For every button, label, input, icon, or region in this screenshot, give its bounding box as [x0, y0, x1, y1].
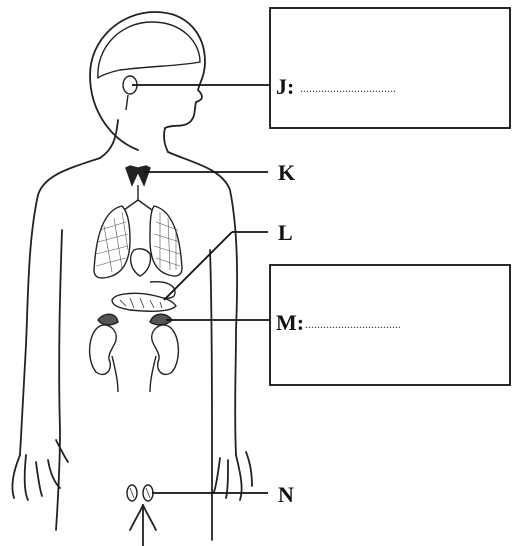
label-l: L [278, 220, 293, 245]
label-k: K [278, 160, 295, 185]
leader-lines [132, 85, 270, 493]
left-ureter [112, 356, 118, 392]
brain-outline [98, 22, 200, 78]
left-lung [94, 206, 130, 278]
label-n: N [278, 482, 294, 507]
heart [131, 249, 151, 276]
answer-blank-j[interactable]: ................................ [300, 81, 396, 95]
thyroid-gland [126, 166, 150, 185]
left-kidney [90, 325, 117, 374]
left-adrenal-gland [98, 314, 118, 325]
neck-left [100, 120, 118, 158]
label-m: M: [276, 310, 304, 335]
right-ureter [150, 356, 156, 392]
right-leg-line [143, 505, 156, 530]
right-arm-inner [210, 250, 212, 540]
head-outline [90, 12, 205, 152]
pancreas [112, 293, 176, 311]
torso-right [168, 152, 237, 455]
trachea [124, 185, 152, 210]
answer-blank-m[interactable]: ................................ [305, 317, 401, 331]
right-kidney [152, 325, 179, 374]
label-j: J: [276, 74, 294, 99]
pituitary-stalk [126, 95, 128, 110]
answer-box-j[interactable] [270, 8, 510, 128]
left-leg-line [130, 505, 143, 530]
organs [90, 76, 182, 501]
